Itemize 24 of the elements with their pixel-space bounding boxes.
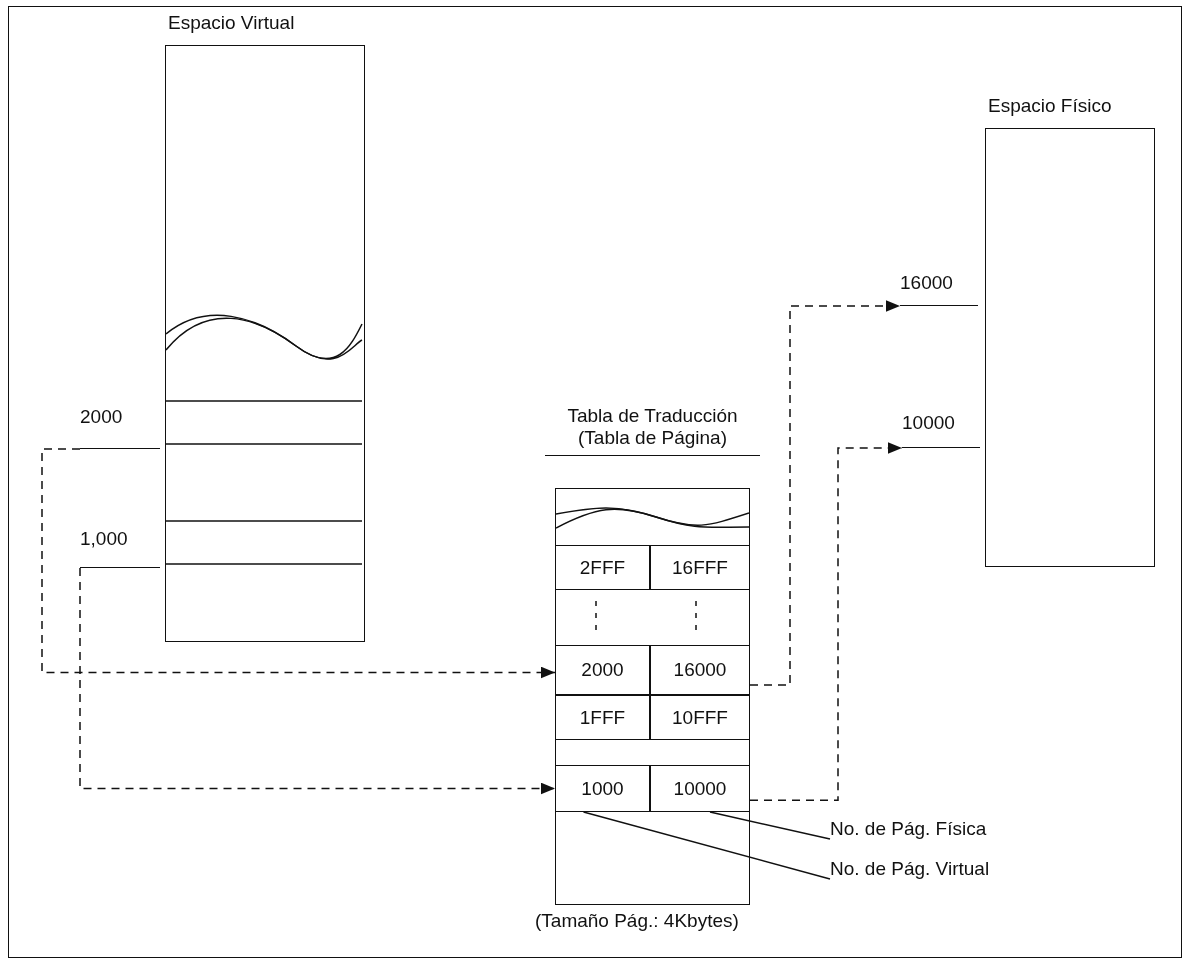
arrow <box>749 442 903 802</box>
table-heading: Tabla de Traducción (Tabla de Página) <box>545 405 760 456</box>
table-cell: 2000 <box>555 645 650 695</box>
table-cell: 1FFF <box>555 695 650 740</box>
table-cell: 16000 <box>650 645 750 695</box>
heading: Espacio Virtual <box>168 12 295 34</box>
table-cell: 16FFF <box>650 545 750 590</box>
heading: Espacio Físico <box>988 95 1112 117</box>
table-cell: 2FFF <box>555 545 650 590</box>
table-caption: (Tamaño Pág.: 4Kbytes) <box>535 910 739 932</box>
leader-line <box>582 811 831 880</box>
leader-line <box>709 811 831 840</box>
arrow <box>41 448 556 679</box>
callout-text: No. de Pág. Física <box>830 818 987 846</box>
table-cell: 10FFF <box>650 695 750 740</box>
callout-text: No. de Pág. Virtual <box>830 858 990 886</box>
address-mark: 1,000 <box>80 528 160 568</box>
table-cell: 10000 <box>650 765 750 812</box>
table-cell: 1000 <box>555 765 650 812</box>
address-mark: 16000 <box>900 272 978 306</box>
address-mark: 2000 <box>80 406 160 449</box>
arrow <box>749 300 901 686</box>
address-mark: 10000 <box>902 412 980 448</box>
arrow <box>79 567 556 795</box>
